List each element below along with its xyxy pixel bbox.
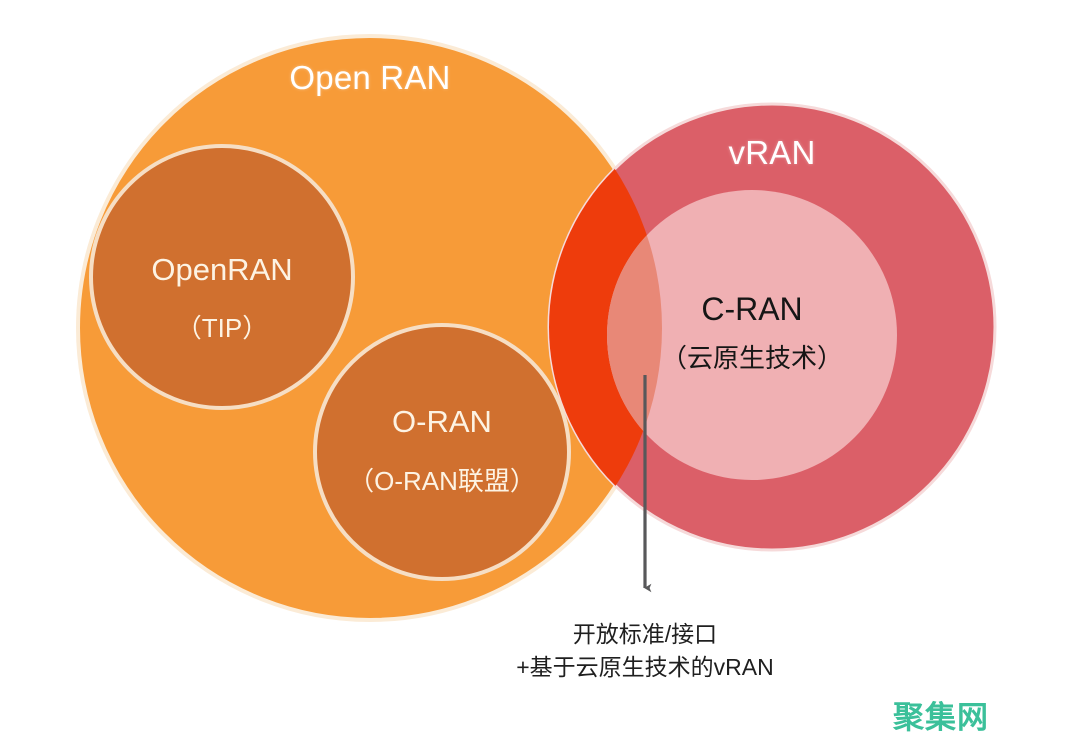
caption-line-2: +基于云原生技术的vRAN: [516, 654, 774, 681]
caption-line-1: 开放标准/接口: [572, 621, 718, 647]
circle-openran-tip: [89, 144, 355, 410]
circle-o-ran: [313, 323, 571, 581]
circle-c-ran: [607, 190, 897, 480]
watermark-logo: 聚集网: [893, 700, 989, 736]
caption-block: 开放标准/接口 +基于云原生技术的vRAN: [445, 618, 845, 685]
